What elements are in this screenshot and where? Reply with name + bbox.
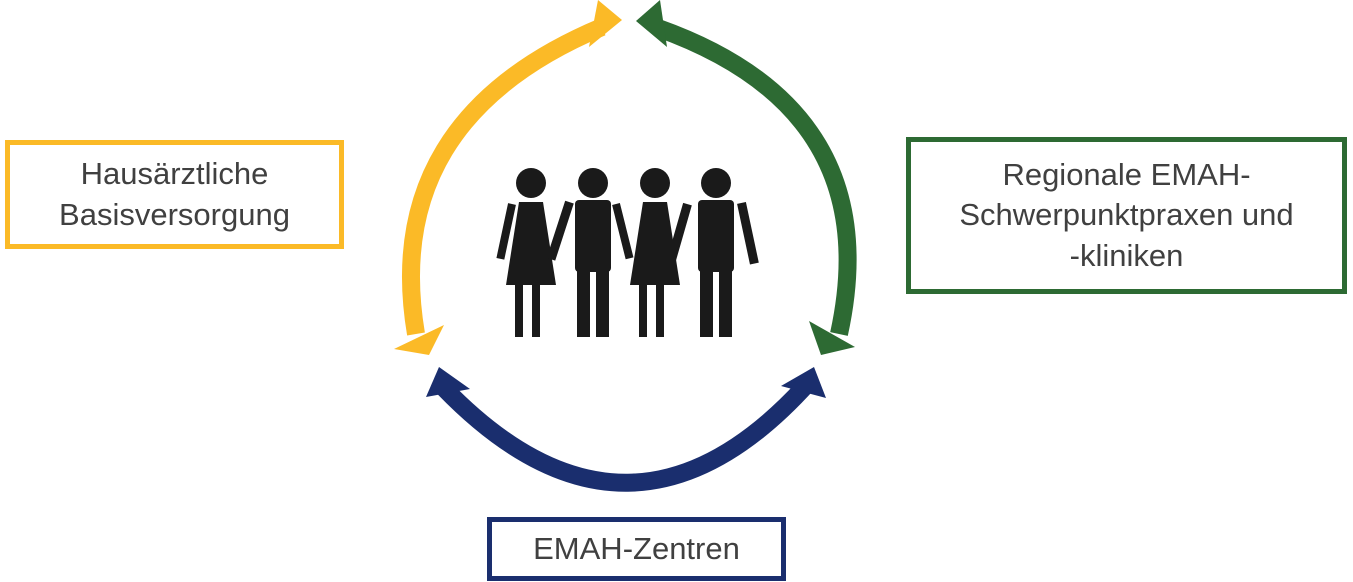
emah-centers-label: EMAH-Zentren: [533, 530, 740, 566]
primary-care-label: Hausärztliche Basisversorgung: [59, 156, 290, 232]
arrow-blue: [426, 367, 826, 492]
arrowhead-green-top: [636, 0, 667, 47]
people-group-icon: [496, 168, 759, 337]
regional-centers-label: Regionale EMAH- Schwerpunktpraxen und -k…: [959, 157, 1294, 273]
arrow-green: [636, 0, 857, 355]
regional-centers-box: Regionale EMAH- Schwerpunktpraxen und -k…: [906, 137, 1347, 294]
arrowhead-yellow-bottom: [394, 325, 444, 355]
man-figure-icon: [667, 168, 759, 337]
woman-figure-icon: [496, 168, 556, 337]
woman-figure-icon: [612, 168, 680, 337]
arrowhead-green-bottom: [809, 321, 855, 355]
emah-centers-box: EMAH-Zentren: [487, 517, 786, 581]
man-figure-icon: [546, 168, 611, 337]
primary-care-box: Hausärztliche Basisversorgung: [5, 140, 344, 249]
arrowhead-blue-right: [781, 367, 826, 398]
arrowhead-blue-left: [426, 367, 470, 397]
arrow-yellow: [394, 0, 622, 355]
arrowhead-yellow-top: [589, 0, 622, 47]
